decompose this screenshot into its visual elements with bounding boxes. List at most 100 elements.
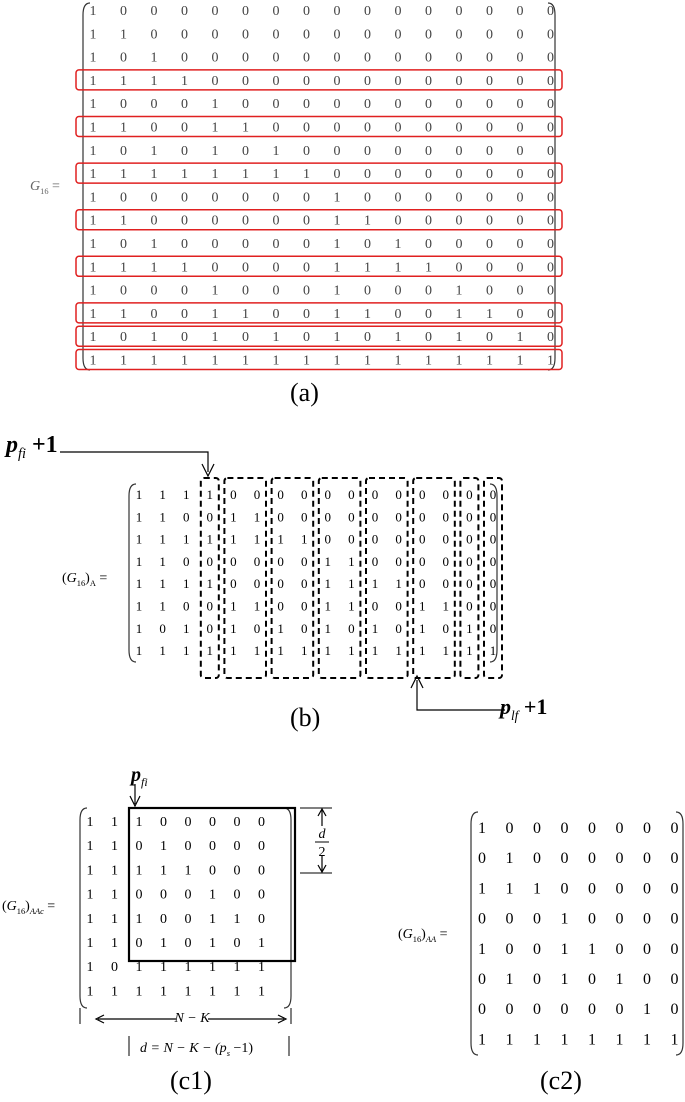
matrix-a-cell-r7-c6: 0 — [242, 144, 249, 159]
matrix-a-cell-r10-c3: 0 — [151, 214, 158, 229]
matrix-a-cell-r15-c8: 0 — [303, 330, 310, 345]
matrix-b-cell-r8-c2: 1 — [159, 643, 166, 658]
matrix-a-cell-r13-c5: 1 — [212, 284, 219, 299]
matrix-a-cell-r12-c3: 1 — [151, 260, 158, 275]
c1-pfi-label: pfi — [129, 764, 148, 789]
matrix-a-cell-r1-c16: 0 — [547, 4, 554, 19]
matrix-c2-cell-r1-c2: 0 — [506, 820, 514, 837]
matrix-a-cell-r9-c9: 1 — [334, 190, 341, 205]
c1-nk-head-right — [277, 1014, 288, 1024]
matrix-a-cell-r8-c7: 1 — [273, 167, 280, 182]
c1-nk-head-left — [94, 1014, 105, 1024]
matrix-b-cell-r5-c16: 0 — [490, 576, 497, 591]
matrix-a-cell-r2-c9: 0 — [334, 27, 341, 42]
matrix-a-cell-r12-c2: 1 — [120, 260, 127, 275]
matrix-c1-cell-r1-c7: 0 — [234, 815, 241, 830]
matrix-a-cell-r1-c9: 0 — [334, 4, 341, 19]
matrix-a-cell-r13-c6: 0 — [242, 284, 249, 299]
matrix-a-cell-r13-c12: 0 — [425, 284, 432, 299]
matrix-b-cell-r7-c3: 1 — [183, 621, 190, 636]
matrix-a-cell-r7-c4: 0 — [181, 144, 188, 159]
matrix-a-cell-r9-c7: 0 — [273, 190, 280, 205]
matrix-c2-cell-r2-c2: 1 — [506, 850, 514, 867]
matrix-b-cell-r4-c7: 0 — [277, 554, 284, 569]
matrix-b-cell-r4-c2: 1 — [159, 554, 166, 569]
matrix-a-cell-r4-c11: 0 — [395, 74, 402, 89]
matrix-b-cell-r1-c14: 0 — [443, 487, 450, 502]
matrix-a-cell-r1-c6: 0 — [242, 4, 249, 19]
matrix-c2-cell-r5-c4: 1 — [561, 941, 569, 958]
matrix-a-cell-r13-c4: 0 — [181, 284, 188, 299]
matrix-c2-cell-r2-c1: 0 — [478, 850, 486, 867]
matrix-a-cell-r16-c12: 1 — [425, 354, 432, 369]
matrix-a-cell-r13-c8: 0 — [303, 284, 310, 299]
matrix-a-cell-r11-c3: 1 — [151, 237, 158, 252]
matrix-a-cell-r3-c3: 1 — [151, 51, 158, 66]
matrix-b-cell-r5-c11: 1 — [372, 576, 379, 591]
matrix-a-highlight-row-10 — [75, 208, 563, 231]
matrix-a-cell-r10-c9: 1 — [334, 214, 341, 229]
matrix-a-highlight-row-16 — [75, 348, 563, 371]
matrix-a-cell-r5-c11: 0 — [395, 97, 402, 112]
matrix-c1-cell-r1-c8: 0 — [258, 815, 265, 830]
matrix-a-cell-r11-c4: 0 — [181, 237, 188, 252]
c1-d2-denominator: 2 — [319, 845, 326, 860]
matrix-a-cell-r8-c14: 0 — [486, 167, 493, 182]
arrow-bottom-label: plf +1 — [498, 694, 547, 723]
matrix-b-cell-r3-c5: 1 — [230, 532, 237, 547]
matrix-b-cell-r4-c9: 1 — [325, 554, 332, 569]
matrix-c1-cell-r3-c8: 0 — [258, 863, 265, 878]
matrix-a-cell-r4-c2: 1 — [120, 74, 127, 89]
matrix-a-cell-r8-c3: 1 — [151, 167, 158, 182]
matrix-b-cell-r8-c3: 1 — [183, 643, 190, 658]
matrix-c2-cell-r1-c7: 0 — [643, 820, 651, 837]
matrix-a-cell-r2-c13: 0 — [456, 27, 463, 42]
matrix-b-cell-r5-c1: 1 — [136, 576, 143, 591]
matrix-b-cell-r5-c9: 1 — [325, 576, 332, 591]
matrix-c2-cell-r5-c7: 0 — [643, 941, 651, 958]
matrix-b-cell-r3-c6: 1 — [254, 532, 261, 547]
matrix-a-cell-r14-c2: 1 — [120, 307, 127, 322]
matrix-c1-cell-r3-c5: 1 — [185, 863, 192, 878]
matrix-b-cell-r4-c16: 0 — [490, 554, 497, 569]
matrix-a-cell-r8-c9: 0 — [334, 167, 341, 182]
matrix-a-cell-r16-c11: 1 — [395, 354, 402, 369]
matrix-b-cell-r6-c16: 0 — [490, 599, 497, 614]
matrix-a-cell-r9-c13: 0 — [456, 190, 463, 205]
matrix-a-cell-r6-c9: 0 — [334, 121, 341, 136]
matrix-b-cell-r5-c14: 0 — [443, 576, 450, 591]
matrix-a-cell-r2-c4: 0 — [181, 27, 188, 42]
matrix-a-cell-r15-c13: 1 — [456, 330, 463, 345]
matrix-b-cell-r8-c10: 1 — [348, 643, 355, 658]
matrix-a-cell-r1-c2: 0 — [120, 4, 127, 19]
matrix-a-cell-r11-c13: 0 — [456, 237, 463, 252]
matrix-c2-cell-r4-c3: 0 — [533, 911, 541, 928]
matrix-b-cell-r4-c15: 0 — [466, 554, 473, 569]
matrix-a-cell-r1-c4: 0 — [181, 4, 188, 19]
matrix-a-cell-r9-c6: 0 — [242, 190, 249, 205]
matrix-b-dashed-group-3 — [270, 477, 315, 679]
matrix-a-cell-r7-c13: 0 — [456, 144, 463, 159]
matrix-b-cell-r3-c10: 0 — [348, 532, 355, 547]
matrix-a-cell-r13-c9: 1 — [334, 284, 341, 299]
matrix-c2-cell-r8-c2: 1 — [506, 1031, 514, 1048]
matrix-c1-cell-r6-c2: 1 — [111, 936, 118, 951]
matrix-c2-cell-r2-c6: 0 — [616, 850, 624, 867]
matrix-a-cell-r5-c6: 0 — [242, 97, 249, 112]
matrix-b-cell-r2-c10: 0 — [348, 509, 355, 524]
matrix-c2-left-bracket — [470, 811, 479, 1056]
matrix-c1-cell-r2-c2: 1 — [111, 839, 118, 854]
matrix-a-cell-r13-c3: 0 — [151, 284, 158, 299]
matrix-c1-cell-r1-c2: 1 — [111, 815, 118, 830]
matrix-a-cell-r4-c5: 0 — [212, 74, 219, 89]
matrix-a-cell-r6-c11: 0 — [395, 121, 402, 136]
matrix-a-cell-r7-c2: 0 — [120, 144, 127, 159]
matrix-a-cell-r15-c6: 0 — [242, 330, 249, 345]
matrix-a-cell-r6-c8: 0 — [303, 121, 310, 136]
matrix-a-cell-r13-c1: 1 — [90, 284, 97, 299]
matrix-b-cell-r2-c13: 0 — [419, 509, 426, 524]
matrix-a-cell-r4-c1: 1 — [90, 74, 97, 89]
matrix-a-cell-r8-c15: 0 — [517, 167, 524, 182]
matrix-b-cell-r6-c8: 0 — [301, 599, 308, 614]
matrix-a-cell-r10-c1: 1 — [90, 214, 97, 229]
